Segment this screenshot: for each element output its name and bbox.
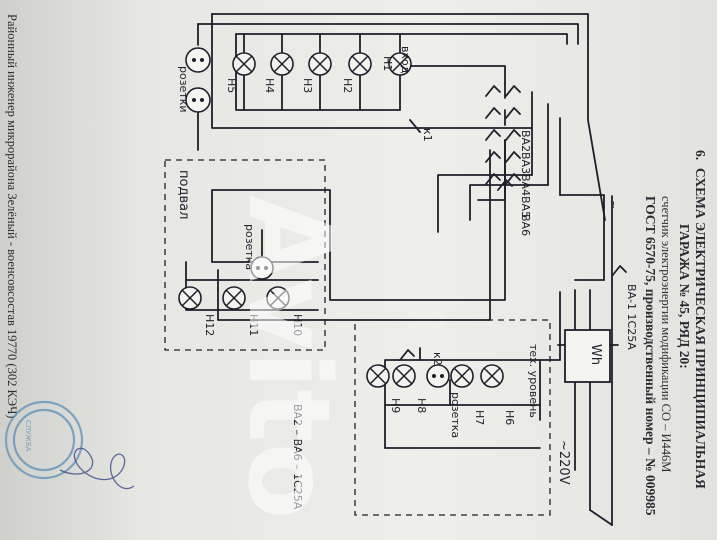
avito-watermark: Avito <box>223 195 353 520</box>
socket-top-2-icon <box>185 87 211 113</box>
label-basement: подвал <box>176 170 191 219</box>
svg-text:Avito: Avito <box>223 195 353 520</box>
lamp-h2-icon <box>348 52 372 76</box>
lamp-h6-icon <box>480 364 504 388</box>
label-h10: Н10 <box>291 314 304 336</box>
label-ba5: ВА5 <box>519 196 532 218</box>
label-sockets-top: розетки <box>177 66 190 113</box>
energy-meter-box <box>564 329 611 383</box>
label-ba3: ВА3 <box>519 152 532 174</box>
lamp-h5-icon <box>232 52 256 76</box>
label-socket-basement: розетка <box>243 224 256 270</box>
lamp-h7-icon <box>450 364 474 388</box>
label-h3: Н3 <box>301 78 314 93</box>
label-k1: к1 <box>421 128 434 142</box>
label-h9: Н9 <box>389 398 402 413</box>
label-voltage: ~220V <box>556 440 571 485</box>
label-k2: к2 <box>431 352 444 366</box>
doc-number: 6. <box>693 150 708 160</box>
lamp-h12-icon <box>178 286 202 310</box>
label-h6: Н6 <box>503 410 516 425</box>
label-breakers-note: ВА2 – ВА6 – 1С25А <box>291 404 304 510</box>
label-h11: Н11 <box>247 314 260 336</box>
signature <box>59 447 135 489</box>
basement-outline <box>164 159 326 351</box>
meter-line2: ГОСТ 6570-75, производственный номер – №… <box>643 196 658 516</box>
breaker-bank-icon <box>399 85 627 361</box>
label-h2: Н2 <box>341 78 354 93</box>
lamp-h3-icon <box>308 52 332 76</box>
label-ba2: ВА2 <box>519 130 532 152</box>
label-tilde: ~ <box>607 200 620 209</box>
label-h1: Н1 <box>381 56 394 71</box>
official-stamp: СЛУЖБА <box>4 400 84 480</box>
socket-tech-icon <box>426 364 450 388</box>
label-tech-level: тех. уровень <box>527 344 540 418</box>
lamp-h9-icon <box>366 364 390 388</box>
supply-wires <box>185 13 613 526</box>
tech-level-outline <box>354 319 551 516</box>
socket-top-1-icon <box>185 47 211 73</box>
lamp-h11-icon <box>222 286 246 310</box>
lamp-h10-icon <box>266 286 290 310</box>
label-h5: Н5 <box>225 78 238 93</box>
lamp-h1-icon <box>388 52 412 76</box>
label-input: вход <box>399 46 412 74</box>
label-ba4: ВА4 <box>519 174 532 196</box>
label-breaker-main: ВА-1 1С25А <box>625 284 638 350</box>
doc-title-line2: ГАРАЖА № 45, РЯД 20: <box>677 224 692 369</box>
lamp-h8-icon <box>392 364 416 388</box>
doc-title-line1: СХЕМА ЭЛЕКТРИЧЕСКАЯ ПРИНЦИПИАЛЬНАЯ <box>693 168 708 489</box>
socket-basement-icon <box>250 256 274 280</box>
switch-k1-icon <box>409 119 421 133</box>
label-socket-tech: розетка <box>449 392 462 438</box>
stamp-text: СЛУЖБА <box>24 420 32 452</box>
label-meter-symbol: Wh <box>588 344 603 365</box>
lamp-h4-icon <box>270 52 294 76</box>
meter-line1: счетчик электроэнергии модификации СО – … <box>659 196 673 472</box>
footer-line: Районный инженер микрорайона Зелёный - в… <box>5 14 19 418</box>
label-h4: Н4 <box>263 78 276 93</box>
label-h8: Н8 <box>415 398 428 413</box>
label-h12: Н12 <box>203 314 216 336</box>
label-ba6: ВА6 <box>519 214 532 236</box>
label-h7: Н7 <box>473 410 486 425</box>
